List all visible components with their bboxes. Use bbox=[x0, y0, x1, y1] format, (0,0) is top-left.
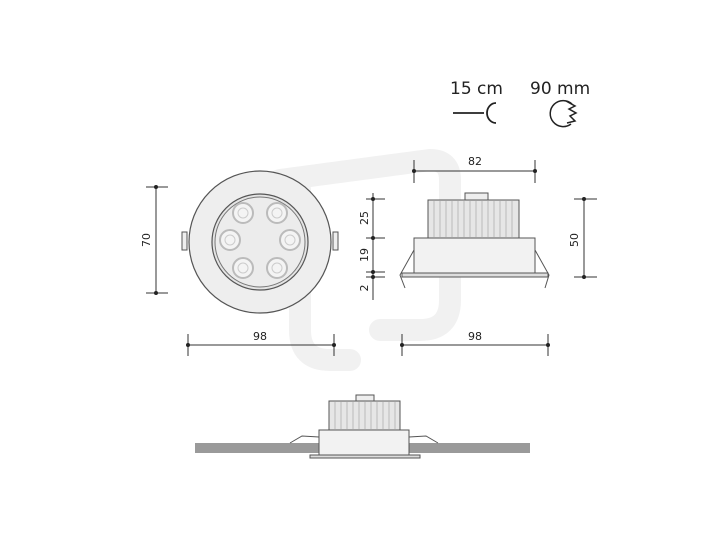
svg-text:70: 70 bbox=[140, 233, 153, 247]
led bbox=[219, 229, 241, 251]
led bbox=[266, 257, 288, 279]
saw-cutout-icon bbox=[549, 99, 578, 128]
svg-text:25: 25 bbox=[358, 211, 371, 225]
svg-text:19: 19 bbox=[358, 248, 371, 262]
dimension-side-top-width: 82 bbox=[412, 155, 537, 183]
svg-text:98: 98 bbox=[468, 330, 482, 343]
dimension-side-width: 98 bbox=[400, 330, 550, 356]
led-array bbox=[219, 202, 301, 279]
led bbox=[232, 257, 254, 279]
dimension-front-height: 70 bbox=[140, 185, 168, 295]
svg-text:98: 98 bbox=[253, 330, 267, 343]
led bbox=[266, 202, 288, 224]
svg-text:2: 2 bbox=[358, 285, 371, 292]
svg-text:50: 50 bbox=[568, 233, 581, 247]
side-view bbox=[399, 192, 550, 289]
cable-length-label: 15 cm bbox=[450, 79, 503, 99]
cutout-diameter-label: 90 mm bbox=[530, 79, 590, 99]
dimension-stacked-heights: 25 19 2 bbox=[358, 193, 385, 300]
dimension-front-width: 98 bbox=[186, 330, 336, 356]
led bbox=[232, 202, 254, 224]
led bbox=[279, 229, 301, 251]
svg-text:82: 82 bbox=[468, 155, 482, 168]
dimension-total-height: 50 bbox=[568, 197, 597, 279]
front-view bbox=[181, 170, 339, 314]
cable-connector-icon bbox=[453, 102, 497, 124]
installed-view bbox=[195, 394, 530, 459]
